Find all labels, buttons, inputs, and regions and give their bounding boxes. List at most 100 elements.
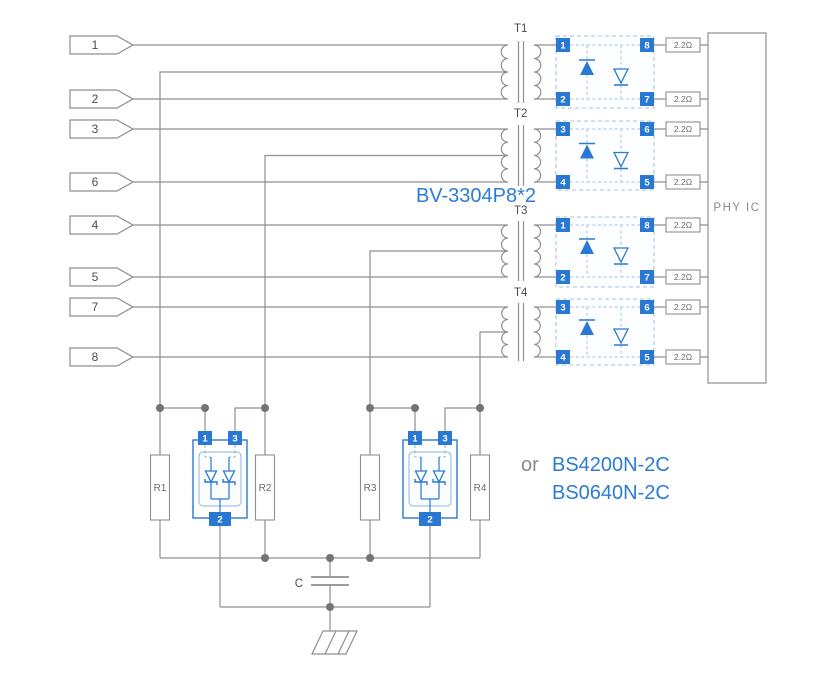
phy-ic-box bbox=[707, 32, 767, 384]
resistor-label: R1 bbox=[154, 483, 167, 494]
diode-up-solid-icon bbox=[580, 144, 594, 159]
capacitor-plates-icon bbox=[311, 576, 349, 586]
tvs-ground-drops bbox=[219, 526, 431, 608]
chassis-ground-icon bbox=[311, 630, 358, 655]
zener-leads bbox=[210, 457, 230, 512]
series-resistor-value: 2.2Ω bbox=[674, 220, 692, 230]
zener-cathode-bar bbox=[204, 479, 218, 485]
transformer-label: T2 bbox=[514, 108, 527, 120]
transformer-label: T3 bbox=[514, 205, 527, 217]
input-flag-label: 4 bbox=[92, 218, 99, 232]
tvs-internal-dashed bbox=[204, 445, 236, 458]
tvs-internal-dashed bbox=[414, 445, 446, 458]
tvs-jumper-wires bbox=[160, 407, 480, 431]
bottom-tvs-1: 1 3 2 bbox=[192, 431, 248, 526]
series-resistor-box bbox=[665, 174, 701, 190]
zener-cathode-bar bbox=[432, 479, 446, 485]
diode-down-hollow-icon bbox=[612, 247, 630, 264]
series-resistor-value: 2.2Ω bbox=[674, 177, 692, 187]
junction-dots bbox=[156, 404, 484, 611]
tvs-pin bbox=[438, 431, 452, 445]
series-resistor-box bbox=[665, 37, 701, 53]
chip-pin-number: 5 bbox=[644, 353, 650, 364]
input-flag bbox=[69, 297, 135, 317]
chip-pin bbox=[640, 300, 654, 314]
chip-pin-number: 6 bbox=[644, 125, 649, 136]
chip-pin bbox=[556, 38, 570, 52]
series-resistor-box bbox=[665, 349, 701, 365]
chip-pin bbox=[640, 218, 654, 232]
phy-ic-label: PHY IC bbox=[713, 202, 760, 214]
series-resistor-value: 2.2Ω bbox=[674, 352, 692, 362]
chip-pin-number: 1 bbox=[560, 41, 566, 52]
junction-dot bbox=[366, 404, 374, 412]
junction-dot bbox=[201, 404, 209, 412]
chip-pin bbox=[640, 350, 654, 364]
series-resistor-box bbox=[665, 121, 701, 137]
tvs-pin-number: 3 bbox=[442, 434, 447, 445]
alt-part-line-1: or BS4200N-2C bbox=[521, 454, 670, 476]
resistor-label: R2 bbox=[259, 483, 272, 494]
alt-part-line-2: BS0640N-2C bbox=[552, 482, 670, 504]
input-flag bbox=[69, 89, 135, 109]
diode-up-solid-icon bbox=[580, 61, 594, 75]
input-flag bbox=[69, 215, 135, 235]
tvs-pin-number: 3 bbox=[232, 434, 237, 445]
tvs-pin bbox=[209, 512, 231, 526]
chip-pin-number: 5 bbox=[644, 178, 650, 189]
tvs-pin bbox=[198, 431, 212, 445]
transformer-primary-coils bbox=[500, 44, 509, 358]
chip-row-lines bbox=[570, 44, 640, 358]
junction-dot bbox=[261, 404, 269, 412]
transformer-core-lines bbox=[517, 41, 525, 361]
chip-pin bbox=[556, 270, 570, 284]
chip-pin-number: 2 bbox=[560, 273, 565, 284]
capacitor-label: C bbox=[295, 578, 303, 590]
secondary-wires bbox=[534, 44, 556, 358]
tvs-chip-outline bbox=[555, 298, 655, 366]
chip-pin-number: 3 bbox=[560, 125, 565, 136]
capacitor: C bbox=[295, 576, 349, 590]
transformer-secondary-coils bbox=[533, 44, 542, 358]
input-flags: 1 2 3 6 4 5 7 8 bbox=[69, 35, 135, 367]
zener-leads bbox=[420, 457, 440, 512]
diode-down-hollow-icon bbox=[612, 68, 630, 85]
chip-pin bbox=[640, 175, 654, 189]
tvs-pin bbox=[419, 512, 441, 526]
series-resistor-value: 2.2Ω bbox=[674, 40, 692, 50]
zener-diode-icon bbox=[414, 470, 428, 484]
series-resistor-box bbox=[665, 269, 701, 285]
chip-pin bbox=[556, 300, 570, 314]
junction-dot bbox=[156, 404, 164, 412]
tvs-pin-number: 2 bbox=[217, 515, 222, 526]
series-resistor-value: 2.2Ω bbox=[674, 124, 692, 134]
chip-pin-number: 8 bbox=[644, 221, 649, 232]
chip-pin bbox=[640, 122, 654, 136]
chip-pin-number: 1 bbox=[560, 221, 566, 232]
input-flag bbox=[69, 347, 135, 367]
resistor-box bbox=[254, 454, 276, 521]
chip-pin-number: 4 bbox=[560, 353, 566, 364]
input-flag-label: 8 bbox=[92, 350, 99, 364]
input-flag-label: 1 bbox=[92, 38, 99, 52]
or-text: or bbox=[521, 454, 539, 476]
tvs-chip-outline bbox=[555, 120, 655, 191]
tvs-pin bbox=[228, 431, 242, 445]
zener-diode-icon bbox=[222, 470, 236, 484]
chip-pin bbox=[556, 122, 570, 136]
chip-pin-number: 7 bbox=[644, 95, 649, 106]
tvs-chip-outline bbox=[555, 35, 655, 109]
resistor-box bbox=[359, 454, 381, 521]
diode-connector-lines bbox=[586, 45, 622, 357]
input-flag bbox=[69, 119, 135, 139]
diode-down-hollow-icon bbox=[612, 151, 630, 168]
bottom-resistors: R1 R2 R3 R4 bbox=[149, 454, 491, 521]
diode-up-solid-icon bbox=[580, 240, 594, 254]
chip-pin bbox=[556, 92, 570, 106]
transformer-label: T1 bbox=[514, 23, 527, 35]
series-resistor-value: 2.2Ω bbox=[674, 272, 692, 282]
chip-pin bbox=[640, 38, 654, 52]
chassis-ground bbox=[311, 630, 358, 655]
